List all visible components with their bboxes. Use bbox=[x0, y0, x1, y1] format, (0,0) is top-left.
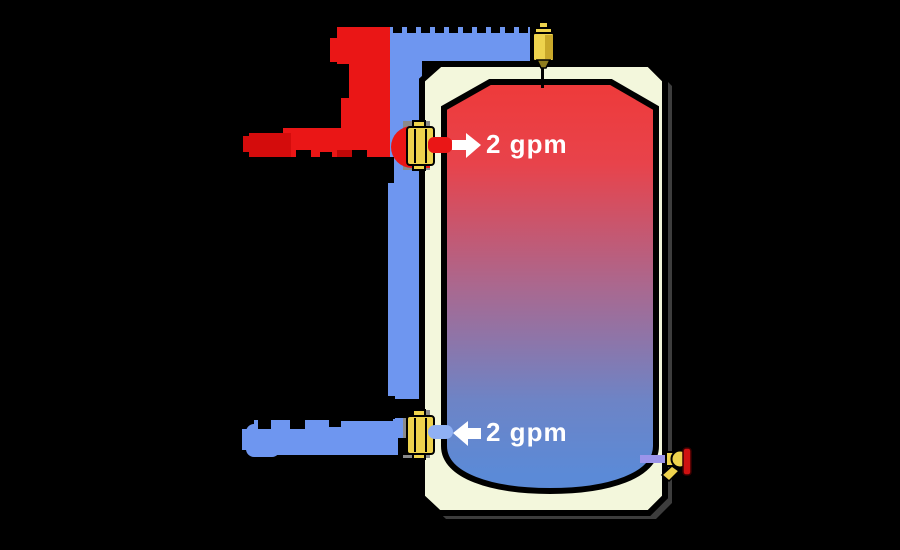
cold-pipe-clipped-edge bbox=[242, 429, 251, 450]
drain-valve-lever bbox=[660, 465, 681, 483]
clipped-label-blob bbox=[336, 0, 566, 27]
hot-pipe-clipped-edge bbox=[243, 136, 252, 152]
air-vent-shading bbox=[545, 35, 553, 59]
clipped-text-fragments-bottom bbox=[258, 417, 341, 429]
hot-piping bbox=[243, 24, 390, 163]
clipped-text-fragments-top bbox=[393, 26, 528, 33]
hot-pipe-riser-top bbox=[337, 24, 390, 64]
drain-stub-pipe bbox=[640, 455, 668, 463]
hot-inlet-stub bbox=[428, 137, 452, 153]
drain-valve-icon bbox=[640, 447, 692, 483]
flow-label-bottom: 2 gpm bbox=[486, 417, 568, 447]
hot-pipe-clipped-end bbox=[249, 133, 291, 157]
storage-tank bbox=[419, 61, 672, 519]
air-vent-stem bbox=[541, 64, 544, 88]
clipped-labels bbox=[233, 0, 566, 455]
hot-pipe-riser-mid bbox=[349, 58, 390, 104]
flow-arrow-out-icon bbox=[453, 421, 481, 446]
drain-valve-handle bbox=[682, 447, 692, 476]
clipped-text-fragments-mid bbox=[296, 150, 367, 163]
flow-arrow-in-icon bbox=[452, 133, 481, 158]
cold-pipe-clipped-elbow bbox=[246, 424, 280, 457]
cold-outlet-stub bbox=[428, 425, 453, 439]
clipped-label-blob bbox=[337, 404, 393, 421]
cold-pipe-vertical bbox=[388, 27, 422, 455]
air-vent-icon bbox=[532, 21, 555, 69]
clipped-label-blob bbox=[233, 157, 394, 183]
air-vent-taper bbox=[535, 59, 552, 69]
hot-pipe-riser-nub bbox=[330, 38, 343, 62]
flow-label-top: 2 gpm bbox=[486, 129, 568, 159]
